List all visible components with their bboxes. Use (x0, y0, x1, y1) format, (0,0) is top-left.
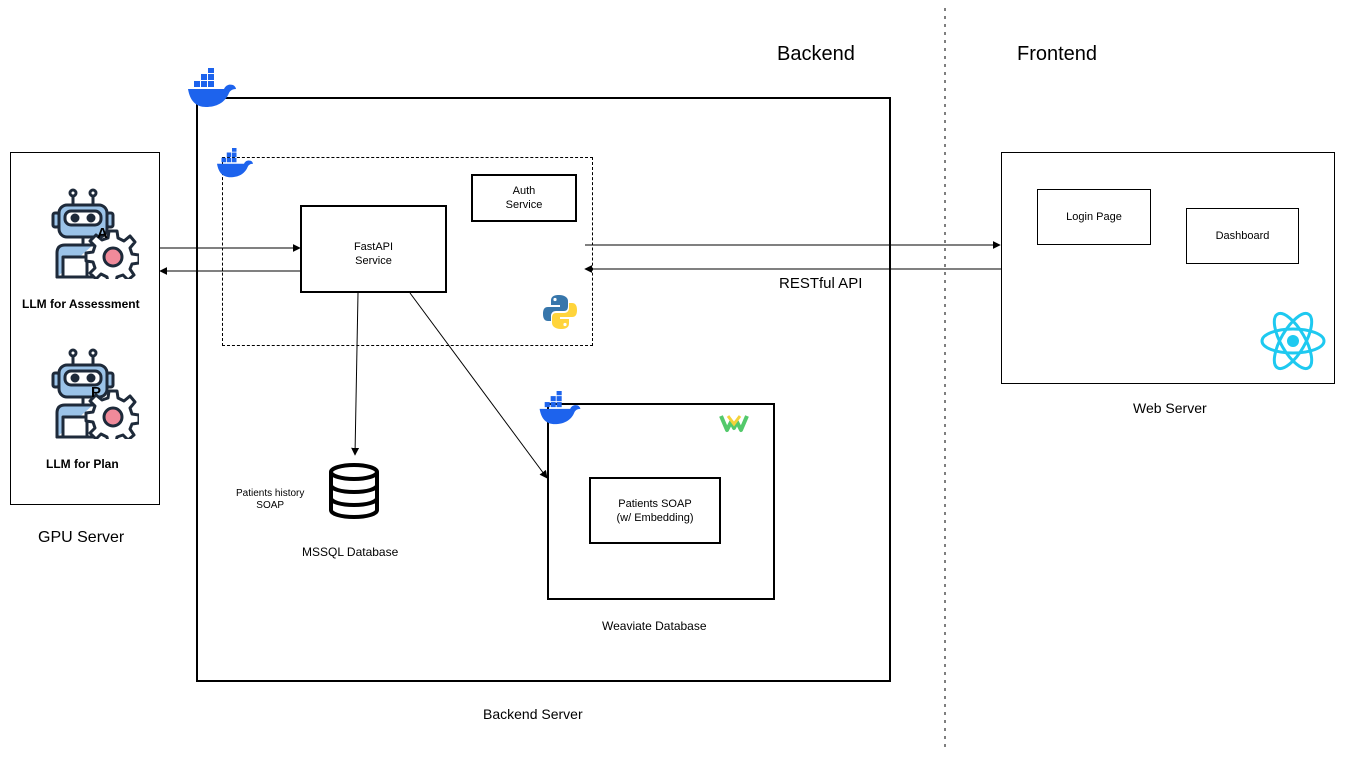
llm-assessment-badge: A (97, 225, 108, 242)
dashboard-box: Dashboard (1186, 208, 1299, 264)
llm-assessment-label: LLM for Assessment (22, 297, 140, 311)
frontend-section-title: Frontend (1017, 43, 1098, 65)
mssql-database-label: MSSQL Database (302, 545, 399, 559)
llm-plan-label: LLM for Plan (46, 457, 119, 471)
weaviate-docker-icon (537, 391, 583, 425)
weaviate-database-label: Weaviate Database (602, 619, 707, 633)
llm-plan-robot-icon (47, 347, 141, 445)
python-icon (541, 293, 579, 331)
patients-soap-box: Patients SOAP (w/ Embedding) (589, 477, 721, 544)
llm-plan-badge: P (91, 384, 102, 401)
web-server-label: Web Server (1133, 400, 1207, 416)
backend-server-label: Backend Server (483, 706, 583, 722)
restful-api-label: RESTful API (779, 275, 863, 292)
login-page-box: Login Page (1037, 189, 1151, 245)
fastapi-service-box: FastAPI Service (300, 205, 447, 293)
react-icon (1259, 310, 1327, 372)
gpu-server-label: GPU Server (38, 529, 125, 546)
backend-docker-icon (186, 68, 238, 108)
auth-service-box: Auth Service (471, 174, 577, 222)
llm-assessment-robot-icon (47, 187, 141, 285)
mssql-content-label: Patients history SOAP (236, 488, 305, 511)
weaviate-icon (719, 412, 749, 434)
backend-section-title: Backend (777, 43, 855, 65)
fastapi-container (222, 157, 593, 346)
mssql-database-icon (327, 463, 381, 520)
container-docker-icon (214, 148, 256, 178)
